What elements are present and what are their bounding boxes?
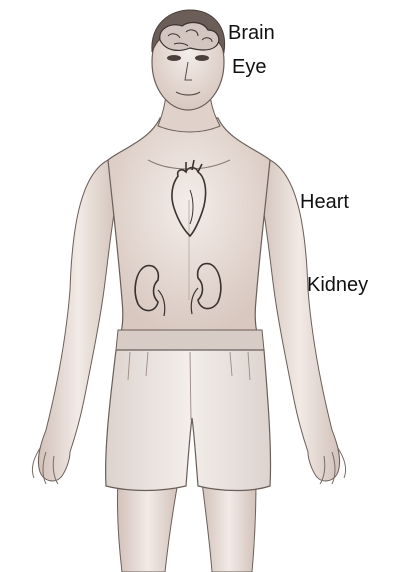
eye-label: Eye xyxy=(232,57,266,77)
heart-label: Heart xyxy=(300,192,349,212)
brain-label: Brain xyxy=(228,23,275,43)
legs xyxy=(117,480,256,572)
kidney-label: Kidney xyxy=(307,275,368,295)
torso xyxy=(108,118,270,336)
left-arm xyxy=(32,160,118,484)
shorts xyxy=(106,330,271,491)
